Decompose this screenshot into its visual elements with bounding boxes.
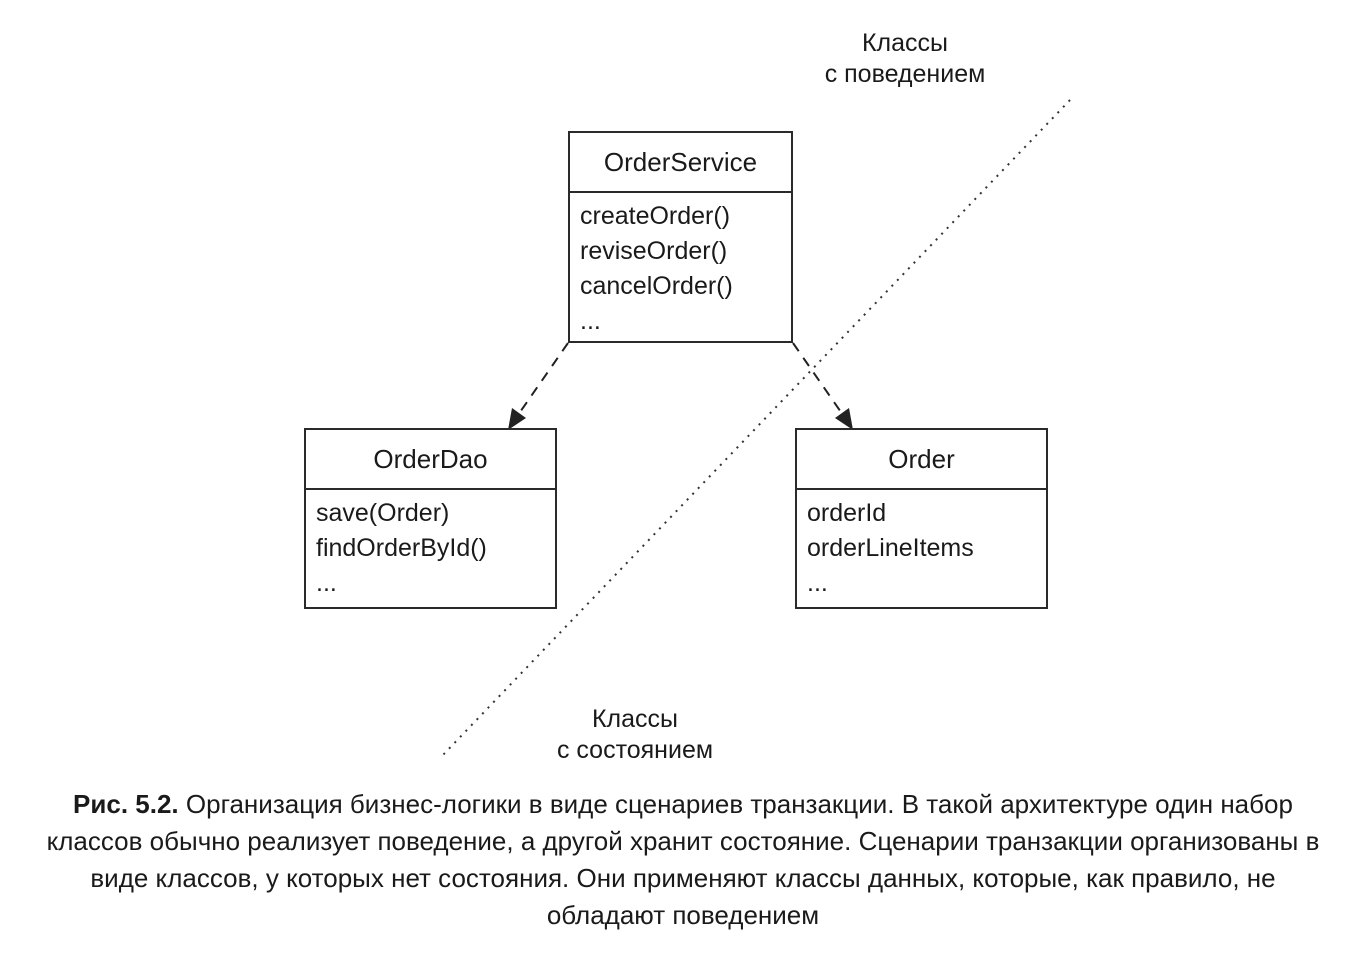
figure-caption: Рис. 5.2. Организация бизнес-логики в ви… [40, 786, 1326, 934]
dependency-arrow-to-order [792, 342, 844, 416]
zone-label-state: Классы с состоянием [520, 704, 750, 766]
class-name: OrderService [570, 133, 791, 193]
class-box-orderservice: OrderService createOrder() reviseOrder()… [568, 131, 793, 343]
class-member: findOrderById() [316, 534, 487, 562]
figure-caption-label: Рис. 5.2. [73, 789, 179, 819]
class-member: ... [316, 569, 337, 597]
dependency-arrow-to-orderdao [517, 342, 569, 416]
arrowhead-orderdao [508, 408, 526, 430]
class-members: createOrder() reviseOrder() cancelOrder(… [570, 193, 791, 339]
zone-label-line: Классы [861, 29, 949, 57]
class-name: OrderDao [306, 430, 555, 490]
class-members: orderId orderLineItems ... [797, 490, 1046, 601]
class-member: orderLineItems [807, 534, 974, 562]
class-member: reviseOrder() [580, 237, 728, 265]
class-box-orderdao: OrderDao save(Order) findOrderById() ... [304, 428, 557, 609]
zone-label-line: с поведением [824, 60, 986, 88]
class-member: save(Order) [316, 499, 450, 527]
class-member: ... [580, 307, 601, 335]
class-member: orderId [807, 499, 887, 527]
zone-label-line: Классы [591, 705, 679, 733]
zone-label-line: с состоянием [556, 736, 714, 764]
class-members: save(Order) findOrderById() ... [306, 490, 555, 601]
class-member: cancelOrder() [580, 272, 733, 300]
figure-caption-text: Организация бизнес-логики в виде сценари… [46, 789, 1320, 930]
zone-label-behavior: Классы с поведением [790, 28, 1020, 90]
arrowhead-order [835, 408, 853, 430]
class-name: Order [797, 430, 1046, 490]
class-member: createOrder() [580, 202, 731, 230]
class-box-order: Order orderId orderLineItems ... [795, 428, 1048, 609]
class-member: ... [807, 569, 828, 597]
